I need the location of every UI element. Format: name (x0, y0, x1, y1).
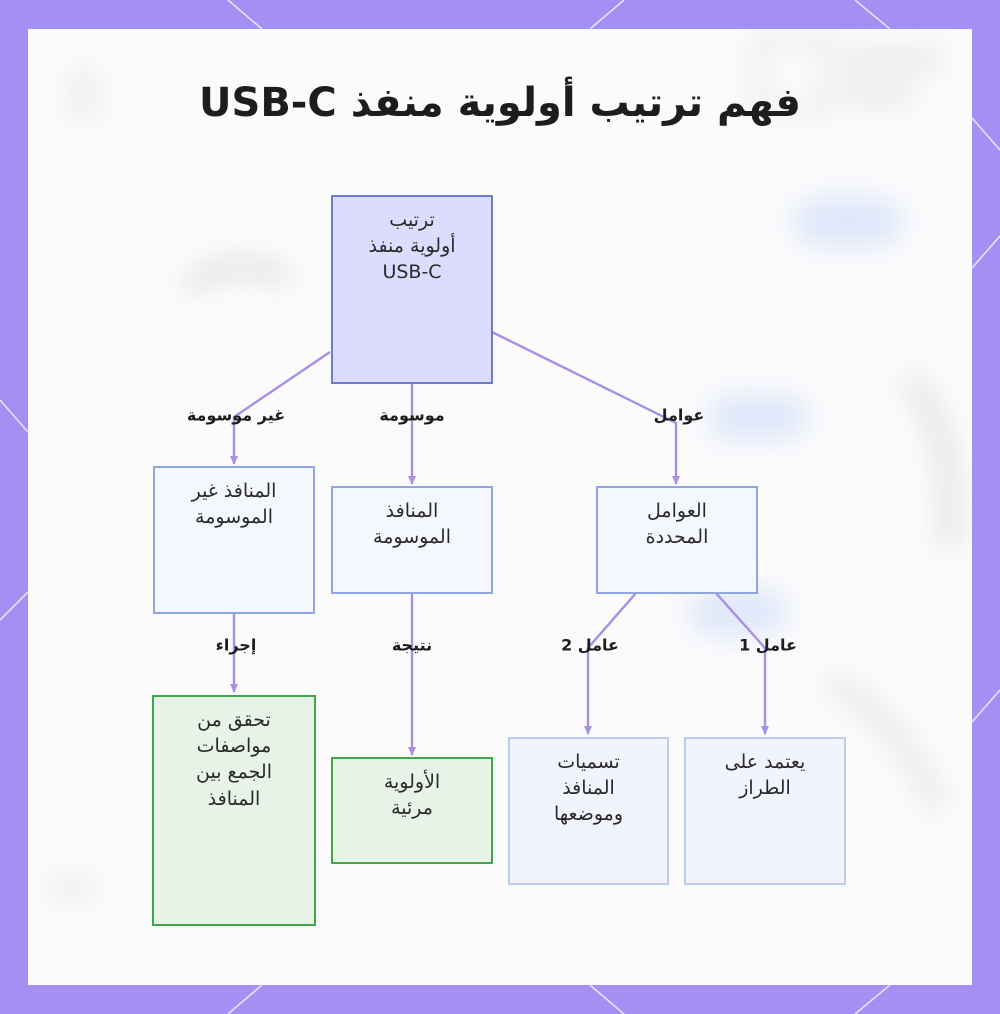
node-priority-visible: الأولوية مرئية (331, 757, 493, 864)
node-marked-ports: المنافذ الموسومة (331, 486, 493, 594)
node-unmarked-ports: المنافذ غير الموسومة (153, 466, 315, 614)
edge-label-action: إجراء (215, 635, 257, 655)
node-port-labels-placement: تسميات المنافذ وموضعها (508, 737, 669, 885)
edge-label-factor-1: عامل 1 (739, 635, 797, 655)
edge-label-unmarked: غير موسومة (186, 405, 286, 425)
node-deciding-factors: العوامل المحددة (596, 486, 758, 594)
node-check-port-specs: تحقق من مواصفات الجمع بين المنافذ (152, 695, 316, 926)
edge-label-marked: موسومة (379, 405, 445, 425)
edge-label-factors: عوامل (653, 405, 705, 425)
edge-label-factor-2: عامل 2 (561, 635, 619, 655)
page-title: فهم ترتيب أولوية منفذ USB-C (199, 80, 801, 126)
edge-label-result: نتيجة (391, 635, 433, 655)
node-root-usb-c-priority: ترتيب أولوية منفذ USB-C (331, 195, 493, 384)
node-model-dependent: يعتمد على الطراز (684, 737, 846, 885)
